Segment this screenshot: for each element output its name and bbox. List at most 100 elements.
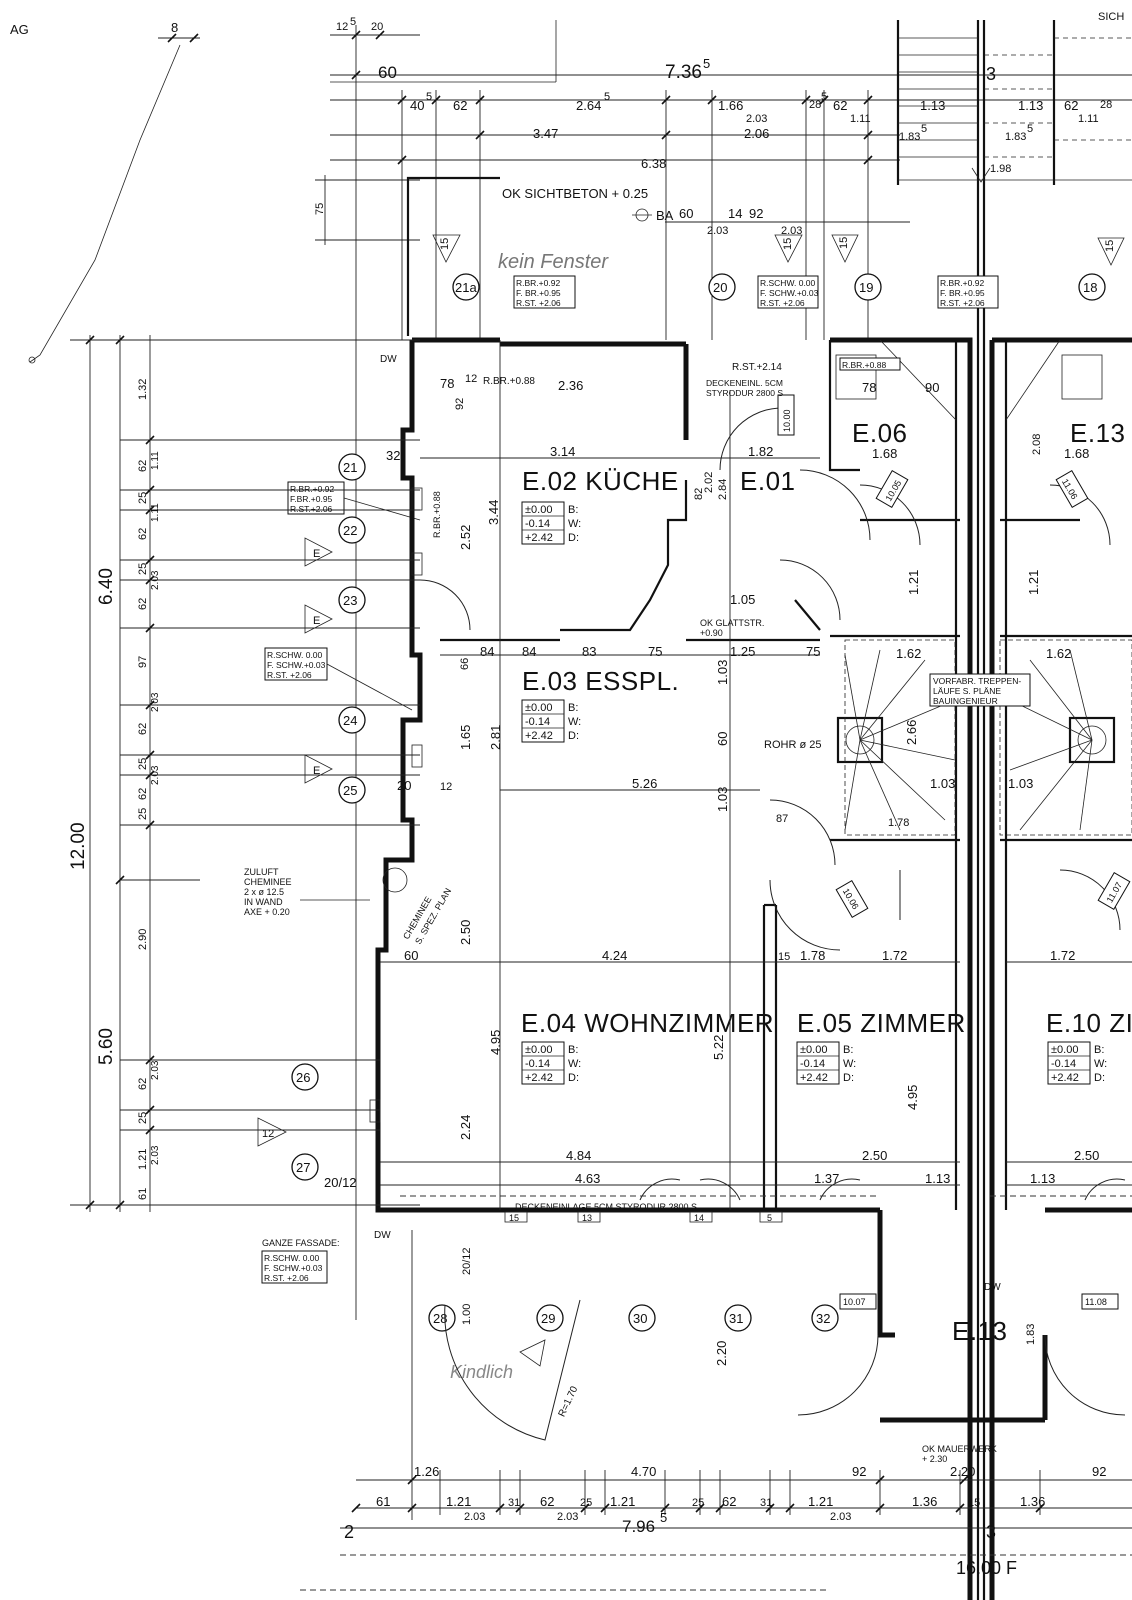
svg-text:31: 31 xyxy=(729,1311,743,1326)
ok-sichtbeton-label: OK SICHTBETON + 0.25 xyxy=(502,186,648,201)
svg-text:1.36: 1.36 xyxy=(912,1494,937,1509)
svg-text:D:: D: xyxy=(568,532,579,544)
svg-text:11.08: 11.08 xyxy=(1085,1297,1107,1307)
svg-text:R.ST. +2.06: R.ST. +2.06 xyxy=(267,670,312,680)
svg-text:1.62: 1.62 xyxy=(1046,646,1071,661)
svg-text:25: 25 xyxy=(137,492,149,504)
stair-top: 3 1.13 1.13 1.83 5 1.83 5 1.98 62 1.11 2… xyxy=(896,20,1132,1600)
sill-box-d: R.BR.+0.92 F.BR.+0.95 R.ST.+2.06 xyxy=(287,481,345,515)
corner-label-left: AG xyxy=(10,22,29,37)
svg-text:1.65: 1.65 xyxy=(458,725,473,750)
dim-top-e-sup: 5 xyxy=(426,91,432,103)
svg-text:E: E xyxy=(313,765,320,777)
svg-text:1.37: 1.37 xyxy=(814,1171,839,1186)
svg-text:R.SCHW. 0.00: R.SCHW. 0.00 xyxy=(760,278,816,288)
svg-text:97: 97 xyxy=(137,656,149,668)
svg-text:66: 66 xyxy=(459,658,471,670)
svg-text:62: 62 xyxy=(137,528,149,540)
room-name-e13a: E.13 xyxy=(1070,418,1126,448)
door-swings xyxy=(419,407,1126,1441)
stair-core: VORFABR. TREPPEN- LÄUFE S. PLÄNE BAUINGE… xyxy=(764,639,1132,836)
stair-top-c-sup: 5 xyxy=(921,123,927,135)
dim-top-total-sup: 5 xyxy=(703,56,710,71)
svg-text:B:: B: xyxy=(1094,1044,1104,1056)
svg-text:1.11: 1.11 xyxy=(150,451,161,470)
svg-text:2.24: 2.24 xyxy=(458,1115,473,1140)
stair-top-f: 62 xyxy=(1064,98,1078,113)
svg-text:+2.42: +2.42 xyxy=(525,532,553,544)
window-marker-31 xyxy=(724,1304,752,1332)
zuluft-5: AXE + 0.20 xyxy=(244,907,290,917)
ganze-fassade-label: GANZE FASSADE: xyxy=(262,1238,340,1248)
svg-text:R.ST. +2.06: R.ST. +2.06 xyxy=(264,1273,309,1283)
zuluft-3: 2 x ø 12.5 xyxy=(244,887,284,897)
rbr-vert-note: R.BR.+0.88 xyxy=(432,491,442,538)
svg-text:1.00: 1.00 xyxy=(461,1304,473,1325)
svg-text:2.02: 2.02 xyxy=(703,472,715,493)
svg-text:1.21: 1.21 xyxy=(137,1149,149,1170)
leader-lines xyxy=(300,497,421,901)
svg-text:F. BR.+0.95: F. BR.+0.95 xyxy=(516,288,561,298)
svg-text:31: 31 xyxy=(508,1497,520,1509)
svg-text:1.62: 1.62 xyxy=(896,646,921,661)
room-name-kueche: E.02 KÜCHE xyxy=(522,466,679,496)
treppe-note-3: BAUINGENIEUR xyxy=(933,696,998,706)
svg-text:19: 19 xyxy=(859,280,873,295)
svg-text:2.08: 2.08 xyxy=(1031,434,1043,455)
svg-text:25: 25 xyxy=(137,563,149,575)
dim-top-l: 2.06 xyxy=(744,126,769,141)
svg-text:62: 62 xyxy=(137,788,149,800)
svg-text:62: 62 xyxy=(137,1078,149,1090)
svg-text:15: 15 xyxy=(1104,240,1116,252)
window-marker-30 xyxy=(628,1304,656,1332)
dim-top-d: 60 xyxy=(378,63,397,82)
stair-top-d-sup: 5 xyxy=(1027,123,1033,135)
sill-box-b: R.SCHW. 0.00 F. SCHW.+0.03 R.ST. +2.06 xyxy=(757,275,819,309)
window-marker-18 xyxy=(1078,273,1106,301)
svg-text:1.72: 1.72 xyxy=(1050,948,1075,963)
window-marker-25 xyxy=(338,776,366,804)
dim-top-total: 7.36 xyxy=(665,62,702,83)
svg-text:E: E xyxy=(313,615,320,627)
svg-text:B:: B: xyxy=(568,702,578,714)
svg-text:5.26: 5.26 xyxy=(632,776,657,791)
dim-top-b-sup: 5 xyxy=(350,16,356,28)
sill-box-f: R.SCHW. 0.00 F. SCHW.+0.03 R.ST. +2.06 xyxy=(261,1250,328,1284)
window-marker-19 xyxy=(854,273,882,301)
outer-walls xyxy=(375,337,1132,1600)
ba-label: BA xyxy=(656,208,674,223)
room-name-e13b: E.13 xyxy=(952,1316,1008,1346)
svg-text:F. SCHW.+0.03: F. SCHW.+0.03 xyxy=(760,288,819,298)
svg-text:R.ST.+2.06: R.ST.+2.06 xyxy=(290,504,333,514)
svg-text:1.03: 1.03 xyxy=(715,660,730,685)
svg-text:1.68: 1.68 xyxy=(872,446,897,461)
dim-top-j: 62 xyxy=(833,98,847,113)
svg-text:1.21: 1.21 xyxy=(610,1494,635,1509)
radius-note: R=1.70 xyxy=(557,1384,581,1419)
dim-top-m: 6.38 xyxy=(641,156,666,171)
svg-text:1.68: 1.68 xyxy=(1064,446,1089,461)
svg-text:4.63: 4.63 xyxy=(575,1171,600,1186)
svg-text:±0.00: ±0.00 xyxy=(525,702,552,714)
dim-top-a: 8 xyxy=(171,20,178,35)
svg-text:82: 82 xyxy=(693,488,705,500)
stair-top-num: 3 xyxy=(986,64,996,84)
svg-text:R.ST. +2.06: R.ST. +2.06 xyxy=(940,298,985,308)
room-name-e01: E.01 xyxy=(740,466,796,496)
dim-top-n: 75 xyxy=(314,203,326,215)
svg-text:-0.14: -0.14 xyxy=(525,1058,550,1070)
svg-text:25: 25 xyxy=(137,758,149,770)
svg-text:84: 84 xyxy=(522,644,536,659)
dim-left-upper: 6.40 xyxy=(96,568,117,605)
svg-text:B:: B: xyxy=(843,1044,853,1056)
dim-top-g-sup: 5 xyxy=(604,91,610,103)
door-marks: 10.00 10.05 11.06 10.06 11.07 10.07 11.0… xyxy=(777,394,1131,1310)
svg-text:2.03: 2.03 xyxy=(150,692,161,712)
svg-text:20: 20 xyxy=(713,280,727,295)
svg-text:±0.00: ±0.00 xyxy=(800,1044,827,1056)
svg-text:22: 22 xyxy=(343,523,357,538)
svg-text:61: 61 xyxy=(137,1188,149,1200)
svg-text:F. BR.+0.95: F. BR.+0.95 xyxy=(940,288,985,298)
svg-text:28: 28 xyxy=(433,1311,447,1326)
